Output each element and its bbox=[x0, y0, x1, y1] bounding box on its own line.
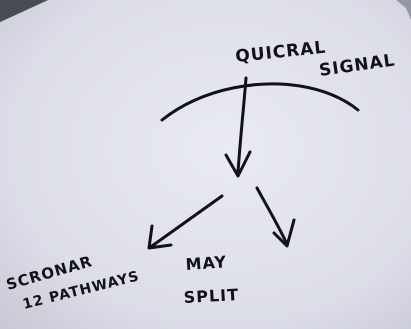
right-branch-arrow-head bbox=[272, 218, 296, 248]
down-arrow-shaft bbox=[236, 76, 248, 174]
left-branch-arrow-head bbox=[147, 224, 173, 250]
right-branch-arrow-shaft bbox=[255, 186, 289, 246]
paper-shadow-left bbox=[0, 0, 48, 22]
left-branch-arrow-shaft bbox=[150, 194, 224, 248]
paper-shadow-right bbox=[396, 0, 411, 20]
arc-stroke bbox=[160, 82, 360, 122]
right-label-line1: MAY bbox=[185, 252, 228, 274]
right-label-line2: SPLIT bbox=[183, 285, 239, 307]
down-arrow-head bbox=[224, 150, 252, 178]
